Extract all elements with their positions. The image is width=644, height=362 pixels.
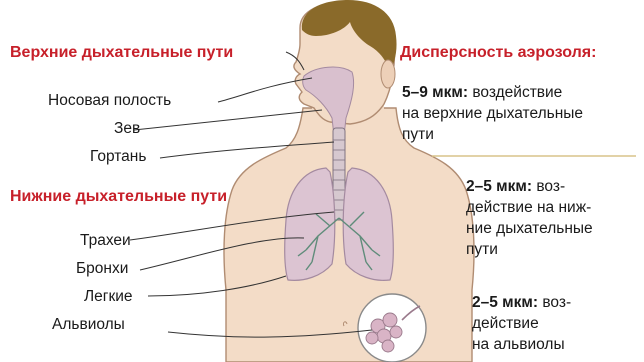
lower-tract-title: Нижние дыхательные пути	[10, 188, 227, 206]
dispersion-line: воздействие	[472, 84, 562, 101]
label-bronchi: Бронхи	[76, 260, 128, 278]
dispersion-title: Дисперсность аэрозоля:	[400, 44, 596, 62]
dispersion-size-alveoli: 2–5 мкм:	[472, 294, 538, 311]
dispersion-size-lower: 2–5 мкм:	[466, 178, 532, 195]
dispersion-line: пути	[402, 126, 434, 143]
label-lungs: Легкие	[84, 288, 133, 306]
label-larynx: Гортань	[90, 148, 146, 166]
dispersion-line: на верхние дыхательные	[402, 105, 583, 122]
dispersion-line: действие на ниж-	[466, 199, 591, 216]
dispersion-size-upper: 5–9 мкм:	[402, 84, 468, 101]
label-pharynx: Зев	[114, 120, 140, 138]
ear	[381, 60, 395, 88]
label-trachea: Трахеи	[80, 232, 131, 250]
dispersion-block-lower: 2–5 мкм: воз- действие на ниж- ние дыхат…	[466, 176, 642, 260]
label-alveoli: Альвиолы	[52, 316, 125, 334]
dispersion-line: пути	[466, 241, 498, 258]
dispersion-line: воз-	[542, 294, 571, 311]
dispersion-line: действие	[472, 315, 539, 332]
label-nasal-cavity: Носовая полость	[48, 92, 171, 110]
upper-tract-title: Верхние дыхательные пути	[10, 44, 233, 62]
dispersion-line: воз-	[536, 178, 565, 195]
dispersion-line: ние дыхательные	[466, 220, 593, 237]
dispersion-block-upper: 5–9 мкм: воздействие на верхние дыхатель…	[402, 82, 640, 145]
dispersion-line: на альвиолы	[472, 336, 565, 353]
dispersion-block-alveoli: 2–5 мкм: воз- действие на альвиолы	[472, 292, 642, 355]
